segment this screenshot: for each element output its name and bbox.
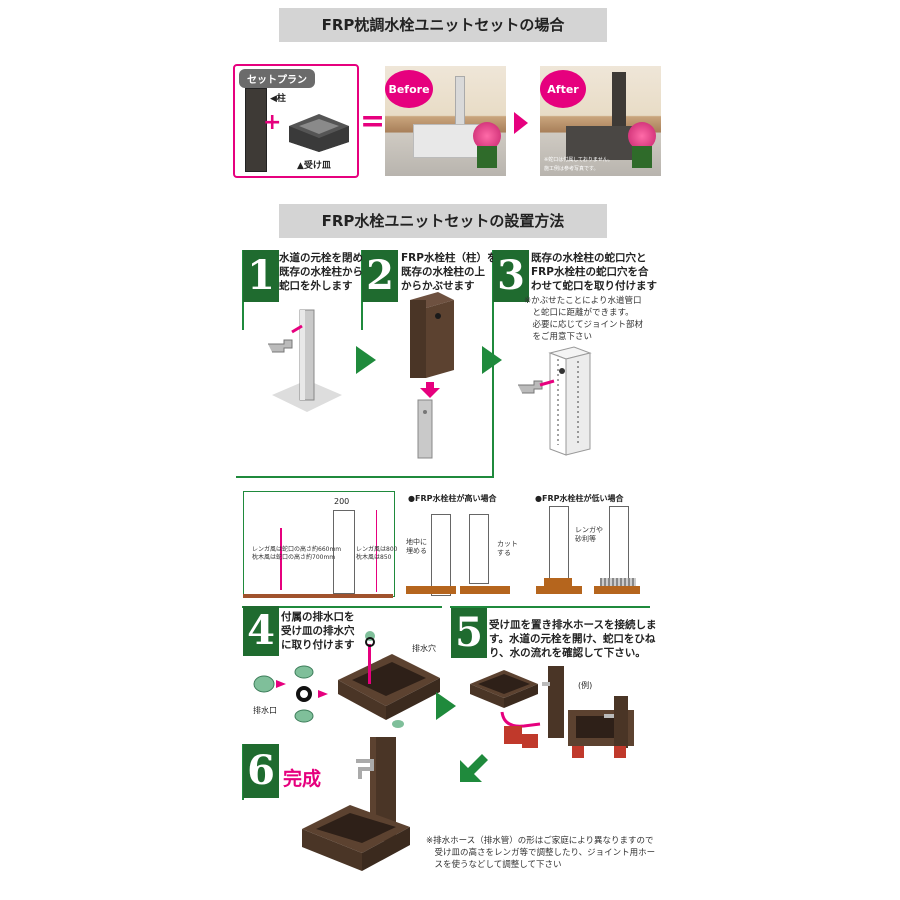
step-1-text: 水道の元栓を閉め 既存の水栓柱から 蛇口を外します: [279, 252, 363, 292]
basin-image: [289, 114, 349, 152]
basin-label: ▲受け皿: [297, 161, 331, 171]
brick-label: レンガや 砂利等: [575, 526, 603, 543]
pillar-image: [245, 88, 267, 172]
step-3-illustration: [518, 346, 592, 456]
step-arrow-4-5: [436, 692, 456, 720]
step-4-basin-illustration: [338, 631, 440, 728]
step-3-text: 既存の水栓柱の蛇口穴と FRP水栓柱の蛇口穴を合 わせて蛇口を取り付けます: [531, 252, 657, 292]
step-3-number: 3: [493, 250, 529, 302]
plus-sign: +: [263, 110, 282, 135]
guide-line: [236, 476, 494, 478]
bury-label: 地中に 埋める: [406, 538, 427, 555]
step-5-illustration: [470, 666, 634, 758]
after-badge: After: [540, 70, 586, 108]
set-section-title: FRP枕調水栓ユニットセットの場合: [279, 8, 607, 42]
pillar-label: ◀柱: [270, 94, 286, 104]
dimension-left-note: レンガ風は蛇口の高さ約660mm 枕木風は蛇口の高さ約700mm: [252, 546, 342, 561]
bottom-note: ※排水ホース（排水管）の形はご家庭により異なりますので 受け皿の高さをレンガ等で…: [426, 836, 656, 870]
step-5-text: 受け皿を置き排水ホースを接続しま す。水道の元栓を開け、蛇口をひね り、水の流れ…: [489, 619, 657, 659]
before-after-arrow: [514, 112, 528, 134]
dimension-frame: [243, 491, 395, 597]
step-2-text: FRP水栓柱（柱）を 既存の水栓柱の上 からかぶせます: [401, 252, 498, 292]
dimension-width-label: 200: [334, 497, 350, 506]
step-2-number: 2: [362, 250, 398, 302]
completed-illustration: [302, 737, 410, 871]
step-1-illustration: [268, 309, 342, 412]
low-case-pillar-2: [609, 506, 629, 580]
dimension-frame-base: [243, 594, 393, 598]
after-caption-2: 施工例は参考写真です。: [544, 166, 599, 172]
install-section-title: FRP水栓ユニットセットの設置方法: [279, 204, 607, 238]
drain-hole-label: 排水穴: [412, 644, 436, 653]
low-case-title: ●FRP水栓柱が低い場合: [535, 494, 624, 503]
step-5-example-label: (例): [578, 681, 593, 690]
drain-outlet-label: 排水口: [253, 706, 277, 715]
after-caption-1: ※蛇口は付属しておりません。: [544, 157, 613, 163]
step-4-text: 付属の排水口を 受け皿の排水穴 に取り付けます: [281, 611, 355, 651]
equals-sign: =: [360, 104, 386, 139]
low-case-ground-1: [536, 586, 582, 594]
dimension-pillar: [333, 510, 355, 594]
step-3-note: ※かぶせたことにより水道管口 と蛇口に距離ができます。 必要に応じてジョイント部…: [524, 296, 644, 342]
drain-parts-illustration: [253, 665, 328, 723]
step-6-number: 6: [243, 744, 279, 798]
step-4-number: 4: [243, 606, 279, 656]
guide-line: [242, 606, 442, 608]
high-case-pillar-1: [431, 514, 451, 596]
cut-label: カット する: [497, 540, 518, 557]
dimension-total-arrow: [376, 510, 377, 592]
after-photo: After ※蛇口は付属しておりません。 施工例は参考写真です。: [540, 66, 661, 176]
low-case-pillar-1: [549, 506, 569, 580]
low-case-gravel: [600, 578, 636, 586]
set-plan-label: セットプラン: [239, 69, 315, 88]
high-case-title: ●FRP水栓柱が高い場合: [408, 494, 497, 503]
set-plan-box: セットプラン ◀柱 + ▲受け皿: [233, 64, 359, 178]
step-1-number: 1: [243, 250, 279, 302]
step-5-number: 5: [451, 608, 487, 658]
dimension-height-arrow: [280, 528, 282, 590]
before-badge: Before: [385, 70, 433, 108]
step-arrow-5-6: [460, 754, 488, 782]
before-photo: Before: [385, 66, 506, 176]
low-case-ground-2: [594, 586, 640, 594]
high-case-ground-2: [460, 586, 510, 594]
step-arrow-2-3: [482, 346, 502, 374]
guide-line: [450, 606, 650, 608]
step-6-text: 完成: [283, 768, 322, 790]
step-2-illustration: [410, 292, 454, 459]
dimension-right-note: レンガ風は800 枕木風は850: [356, 546, 398, 561]
high-case-pillar-2: [469, 514, 489, 584]
step-arrow-1-2: [356, 346, 376, 374]
high-case-ground-1: [406, 586, 456, 594]
low-case-brick: [544, 578, 572, 586]
